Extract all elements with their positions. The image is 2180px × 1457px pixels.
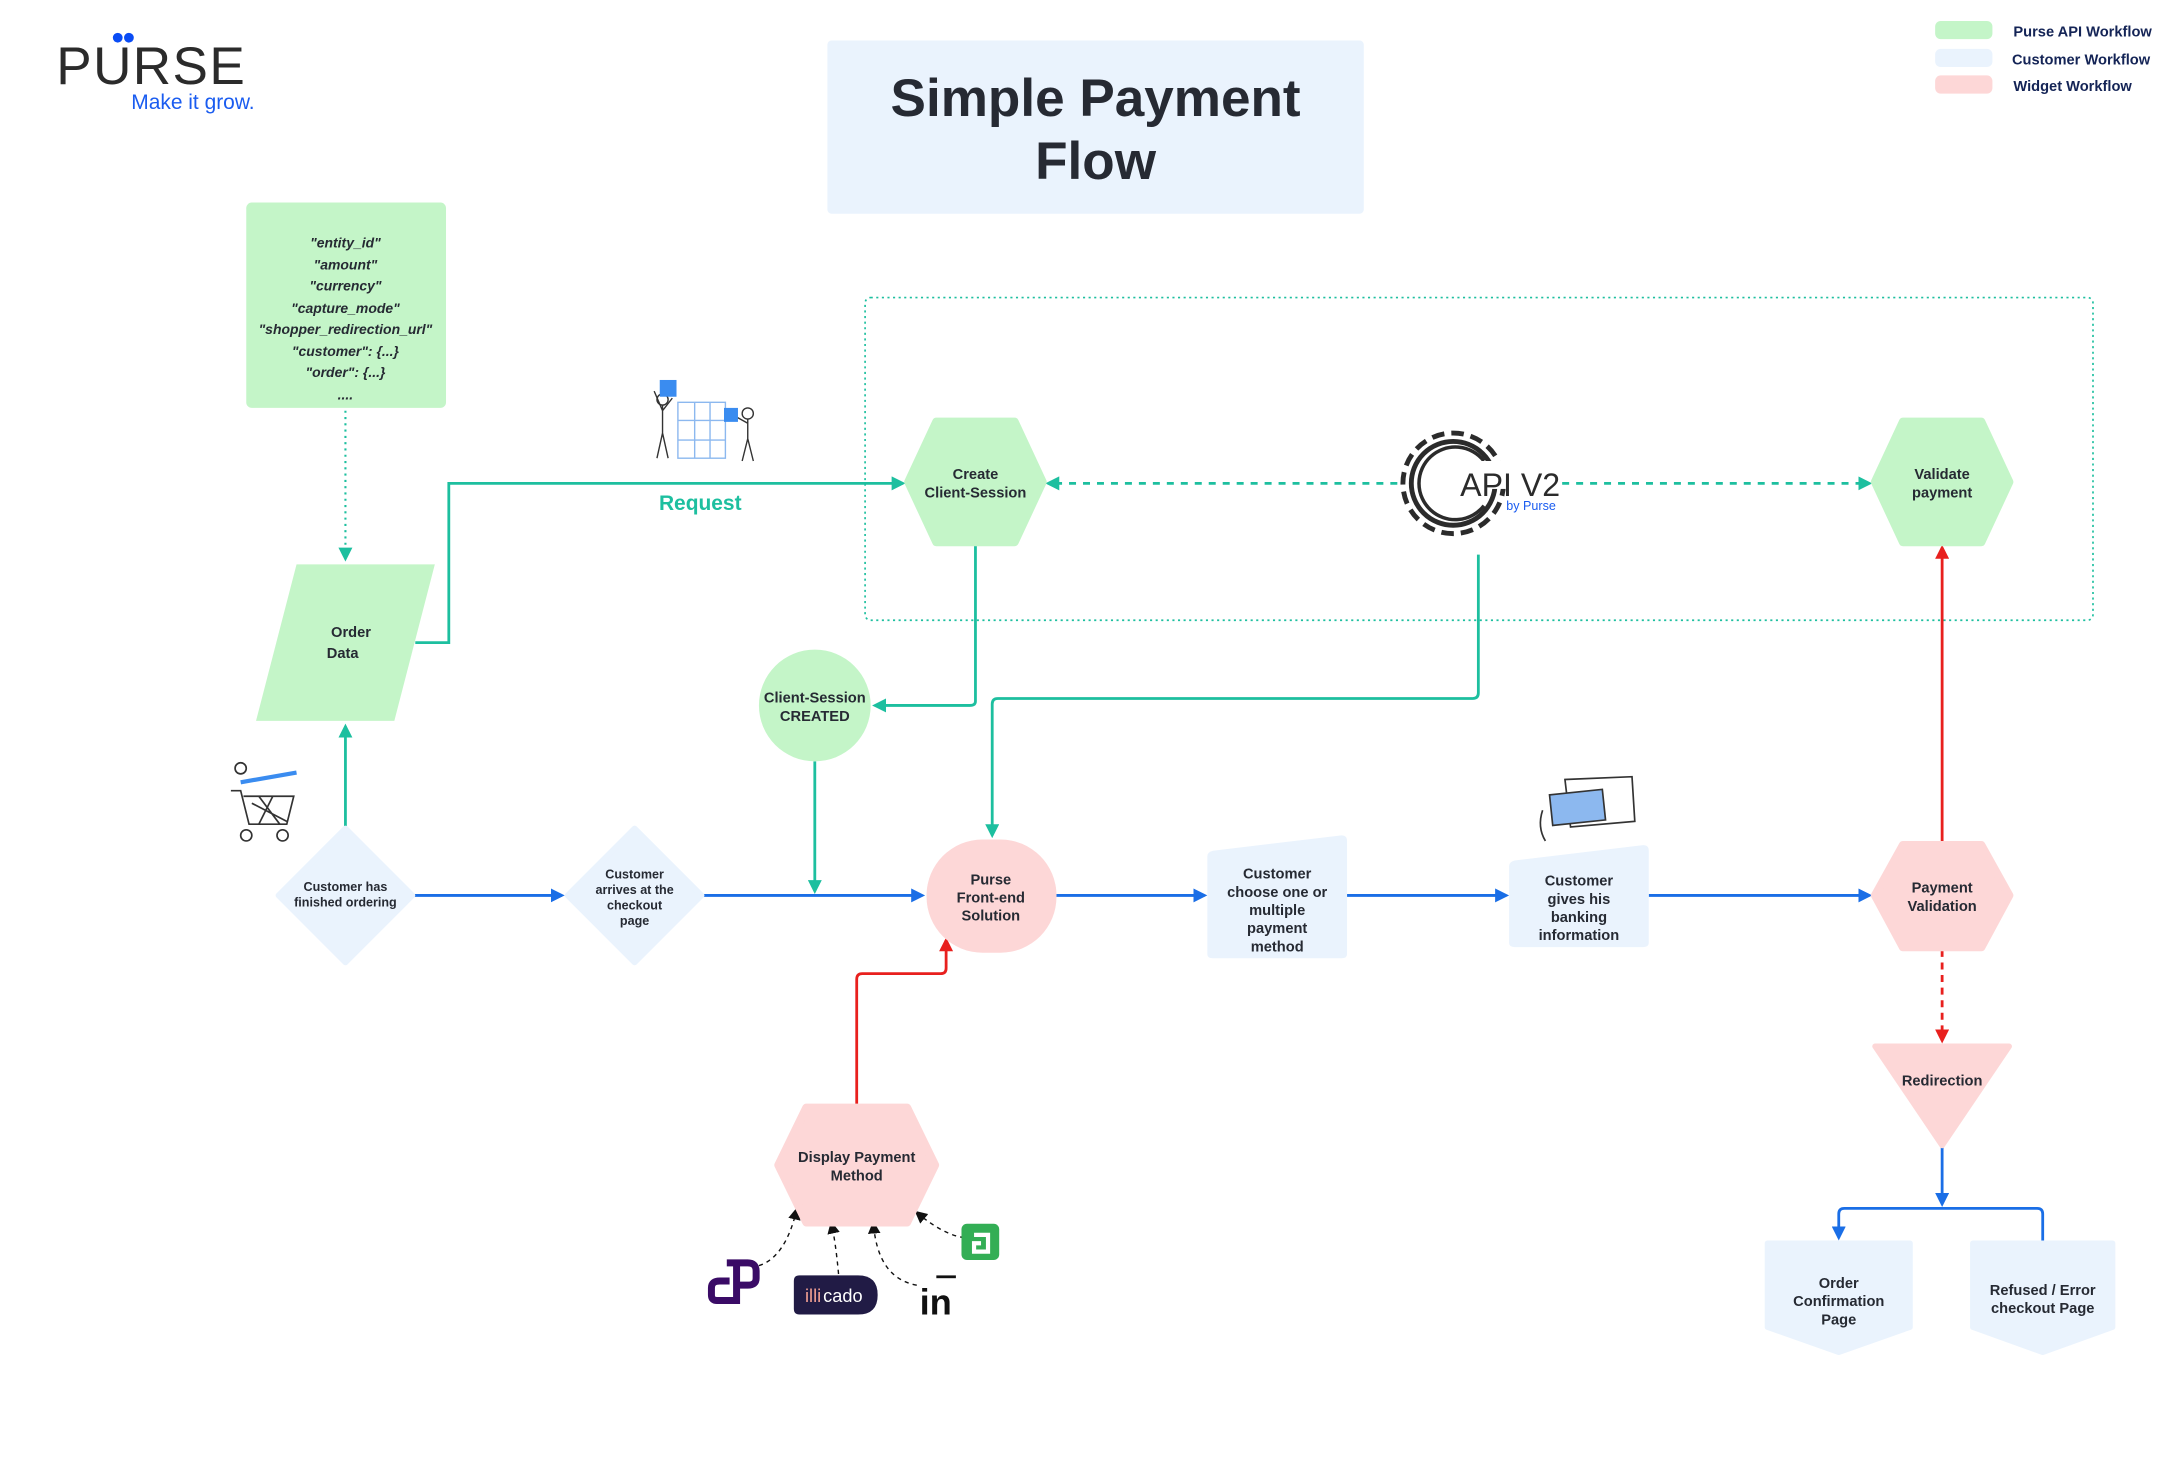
api-name: API V2	[1460, 467, 1560, 503]
legend-label: Widget Workflow	[2013, 79, 2132, 95]
node-label: information	[1539, 928, 1620, 944]
node-label: arrives at the	[595, 883, 673, 897]
api-by: by Purse	[1506, 499, 1556, 513]
node-label: Order	[1819, 1276, 1859, 1292]
payload-field: "shopper_redirection_url"	[259, 321, 433, 337]
node-label: Refused / Error	[1990, 1283, 2096, 1299]
node-label: Front-end	[957, 890, 1025, 906]
refused-error-node[interactable]: Refused / Error checkout Page	[1970, 1240, 2116, 1356]
legend-swatch-customer	[1935, 48, 1993, 68]
illicado-part1: illi	[805, 1286, 821, 1306]
title-line-1: Simple Payment	[891, 69, 1301, 128]
choose-payment-method-node[interactable]: Customer choose one or multiple payment …	[1207, 835, 1348, 959]
node-label: payment	[1912, 485, 1972, 501]
node-label: CREATED	[780, 709, 850, 725]
request-label: Request	[659, 492, 742, 515]
redirection-node[interactable]: Redirection	[1872, 1043, 2012, 1149]
shopping-cart-illustration	[230, 761, 297, 842]
puzzle-people-illustration	[653, 379, 755, 462]
order-confirmation-node[interactable]: Order Confirmation Page	[1764, 1240, 1913, 1356]
node-label: finished ordering	[294, 896, 397, 910]
node-label: Data	[327, 646, 360, 662]
node-label: Page	[1821, 1312, 1856, 1328]
node-label: Display Payment	[798, 1150, 915, 1166]
order-data-node[interactable]: Order Data	[256, 564, 435, 721]
order-payload-box: "entity_id" "amount" "currency" "capture…	[246, 202, 447, 408]
payload-field: "order": {...}	[305, 364, 385, 380]
client-session-created-node[interactable]: Client-Session CREATED	[758, 649, 871, 762]
node-label: Solution	[962, 909, 1021, 925]
payload-field: "entity_id"	[310, 234, 381, 250]
in-logo: in	[920, 1275, 956, 1323]
purse-frontend-node[interactable]: Purse Front-end Solution	[926, 839, 1057, 953]
illicado-part2: cado	[823, 1286, 862, 1306]
api-scope-frame	[864, 296, 2094, 622]
arrives-checkout-node[interactable]: Customer arrives at the checkout page	[564, 825, 705, 966]
node-label: Create	[953, 467, 999, 483]
logo-brand: PURSE	[56, 37, 246, 96]
node-label: Validate	[1914, 467, 1969, 483]
node-label: Method	[831, 1168, 883, 1184]
purse-logo: PURSE Make it grow.	[56, 32, 255, 114]
node-label: method	[1251, 939, 1304, 955]
logo-tagline: Make it grow.	[131, 91, 254, 114]
node-label: Payment	[1912, 881, 1973, 897]
node-label: Customer has	[304, 880, 388, 894]
payload-field: "customer": {...}	[292, 343, 400, 359]
node-label: multiple	[1249, 903, 1305, 919]
legend-label: Customer Workflow	[2012, 52, 2151, 68]
payload-field: "amount"	[314, 257, 378, 273]
node-label: Customer	[605, 868, 664, 882]
node-label: Customer	[1545, 874, 1614, 890]
credit-card-illustration	[1539, 775, 1636, 842]
payload-field: "capture_mode"	[291, 300, 400, 316]
node-label: Customer	[1243, 867, 1312, 883]
node-label: choose one or	[1227, 885, 1327, 901]
display-payment-method-node[interactable]: Display Payment Method	[774, 1103, 940, 1227]
banking-info-node[interactable]: Customer gives his banking information	[1509, 845, 1649, 948]
node-label: checkout	[607, 898, 663, 912]
api-v2-logo: API V2 by Purse	[1400, 430, 1560, 537]
payload-field: ....	[338, 387, 354, 403]
legend-swatch-widget	[1935, 75, 1993, 94]
node-label: Order	[331, 625, 371, 641]
node-label: Redirection	[1902, 1073, 1983, 1089]
node-label: payment	[1247, 921, 1307, 937]
title-box: Simple Payment Flow	[827, 40, 1364, 214]
legend: Purse API Workflow Customer Workflow Wid…	[1935, 20, 2152, 95]
node-label: checkout Page	[1991, 1301, 2094, 1317]
legend-label: Purse API Workflow	[2013, 24, 2152, 40]
node-label: page	[620, 914, 649, 928]
node-label: Validation	[1908, 899, 1977, 915]
payment-validation-node[interactable]: Payment Validation	[1870, 840, 2014, 952]
finished-ordering-node[interactable]: Customer has finished ordering	[275, 825, 416, 966]
title-line-2: Flow	[1035, 132, 1157, 191]
in-logo-text: in	[920, 1282, 952, 1323]
node-label: banking	[1551, 910, 1607, 926]
validate-payment-node[interactable]: Validate payment	[1870, 417, 2014, 547]
node-label: Purse	[970, 872, 1011, 888]
legend-swatch-api	[1935, 20, 1993, 40]
illicado-logo: illi cado	[793, 1275, 878, 1315]
hipay-logo-icon	[707, 1259, 760, 1305]
node-label: gives his	[1548, 892, 1611, 908]
payload-field: "currency"	[309, 278, 382, 294]
node-label: Client-Session	[925, 485, 1027, 501]
green-a-logo-icon	[961, 1223, 1000, 1261]
connectors	[338, 410, 2045, 1286]
node-label: Client-Session	[764, 691, 866, 707]
create-client-session-node[interactable]: Create Client-Session	[904, 417, 1047, 547]
node-label: Confirmation	[1793, 1294, 1884, 1310]
